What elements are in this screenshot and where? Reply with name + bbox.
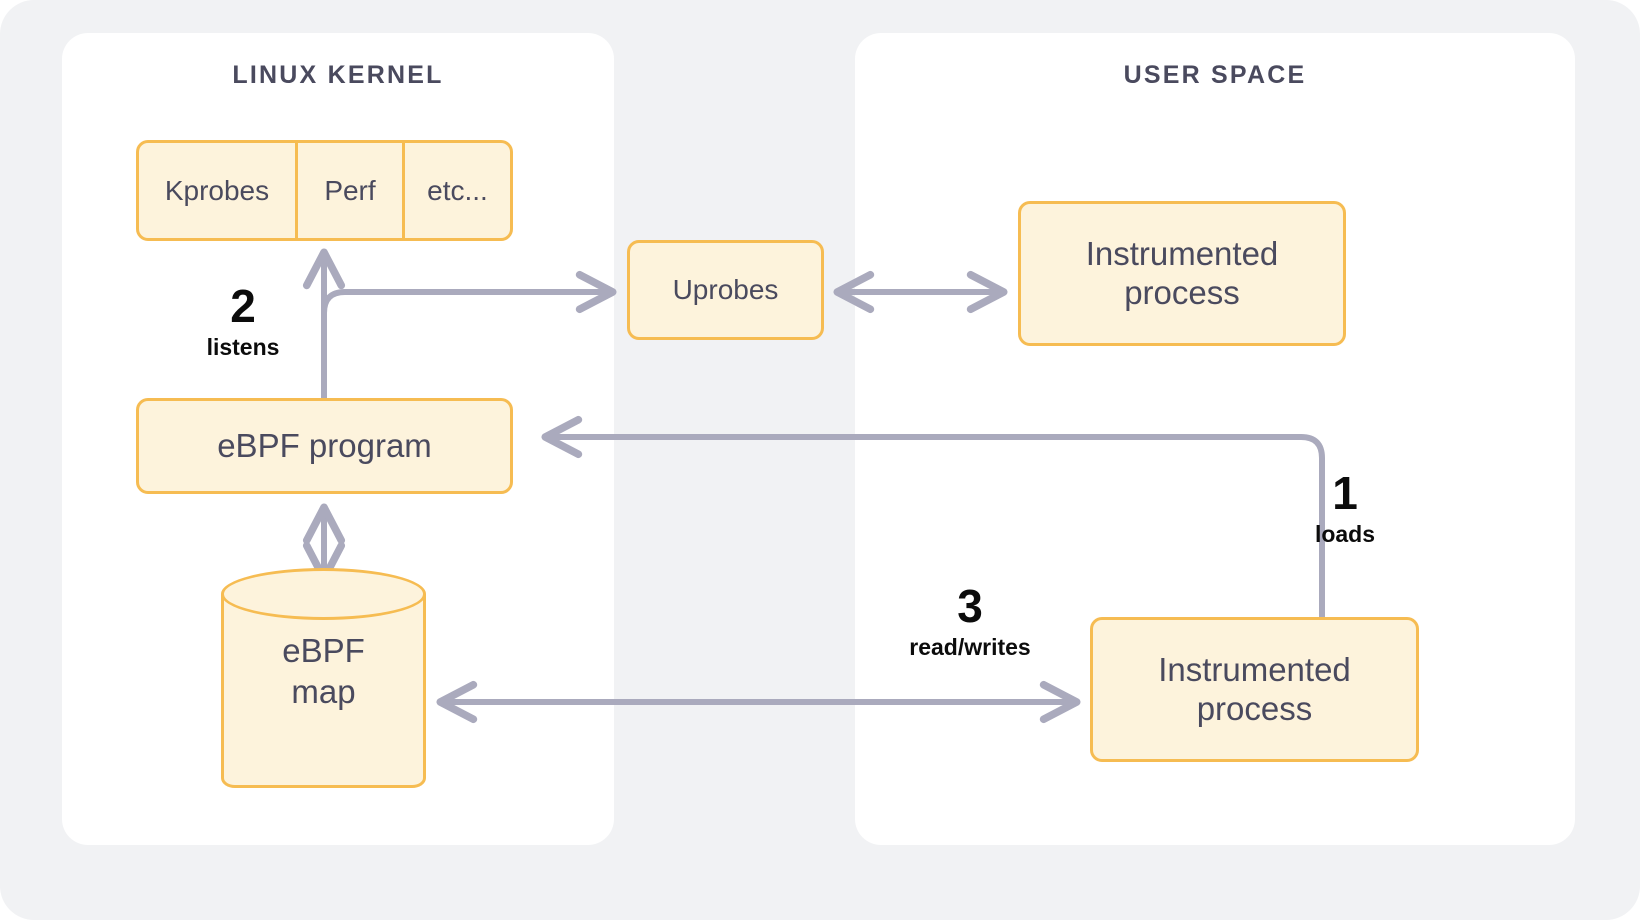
step-3-number: 3 <box>957 580 983 632</box>
cylinder-top-ellipse <box>221 568 426 620</box>
probes-cell-kprobes[interactable]: Kprobes <box>164 174 270 206</box>
step-3-caption: read/writes <box>909 634 1031 660</box>
node-ebpf-map-label: eBPF map <box>221 630 426 713</box>
step-1-caption: loads <box>1314 521 1376 547</box>
node-uprobes[interactable]: Uprobes <box>627 240 824 340</box>
step-1-number: 1 <box>1332 467 1358 519</box>
panel-title-linux-kernel: LINUX KERNEL <box>232 61 444 89</box>
node-instrumented-process-top[interactable]: Instrumented process <box>1018 201 1346 346</box>
probes-cell-etc[interactable]: etc... <box>402 143 510 238</box>
step-label-1-loads: 1 loads <box>1284 470 1406 546</box>
process-top-line2: process <box>1124 273 1240 311</box>
panel-title-user-space: USER SPACE <box>1123 61 1307 89</box>
node-probes-strip[interactable]: Kprobes Perf etc... <box>136 140 513 241</box>
probes-cell-perf[interactable]: Perf <box>295 143 402 238</box>
node-uprobes-label: Uprobes <box>672 274 779 306</box>
step-2-number: 2 <box>230 280 256 332</box>
step-label-3-read-writes: 3 read/writes <box>884 583 1056 659</box>
node-ebpf-program[interactable]: eBPF program <box>136 398 513 494</box>
process-bottom-line2: process <box>1196 689 1313 727</box>
node-ebpf-map-line1: eBPF <box>282 632 365 669</box>
node-instrumented-process-bottom-label: Instrumented process <box>1158 651 1351 729</box>
node-ebpf-program-label: eBPF program <box>217 426 432 464</box>
process-bottom-line1: Instrumented <box>1158 650 1351 688</box>
node-instrumented-process-top-label: Instrumented process <box>1086 235 1279 313</box>
step-label-2-listens: 2 listens <box>180 283 306 359</box>
step-2-caption: listens <box>206 334 280 360</box>
cylinder-body <box>221 594 426 788</box>
node-ebpf-map-line2: map <box>291 673 356 711</box>
node-instrumented-process-bottom[interactable]: Instrumented process <box>1090 617 1419 762</box>
process-top-line1: Instrumented <box>1085 234 1279 272</box>
node-ebpf-map[interactable]: eBPF map <box>221 568 426 788</box>
